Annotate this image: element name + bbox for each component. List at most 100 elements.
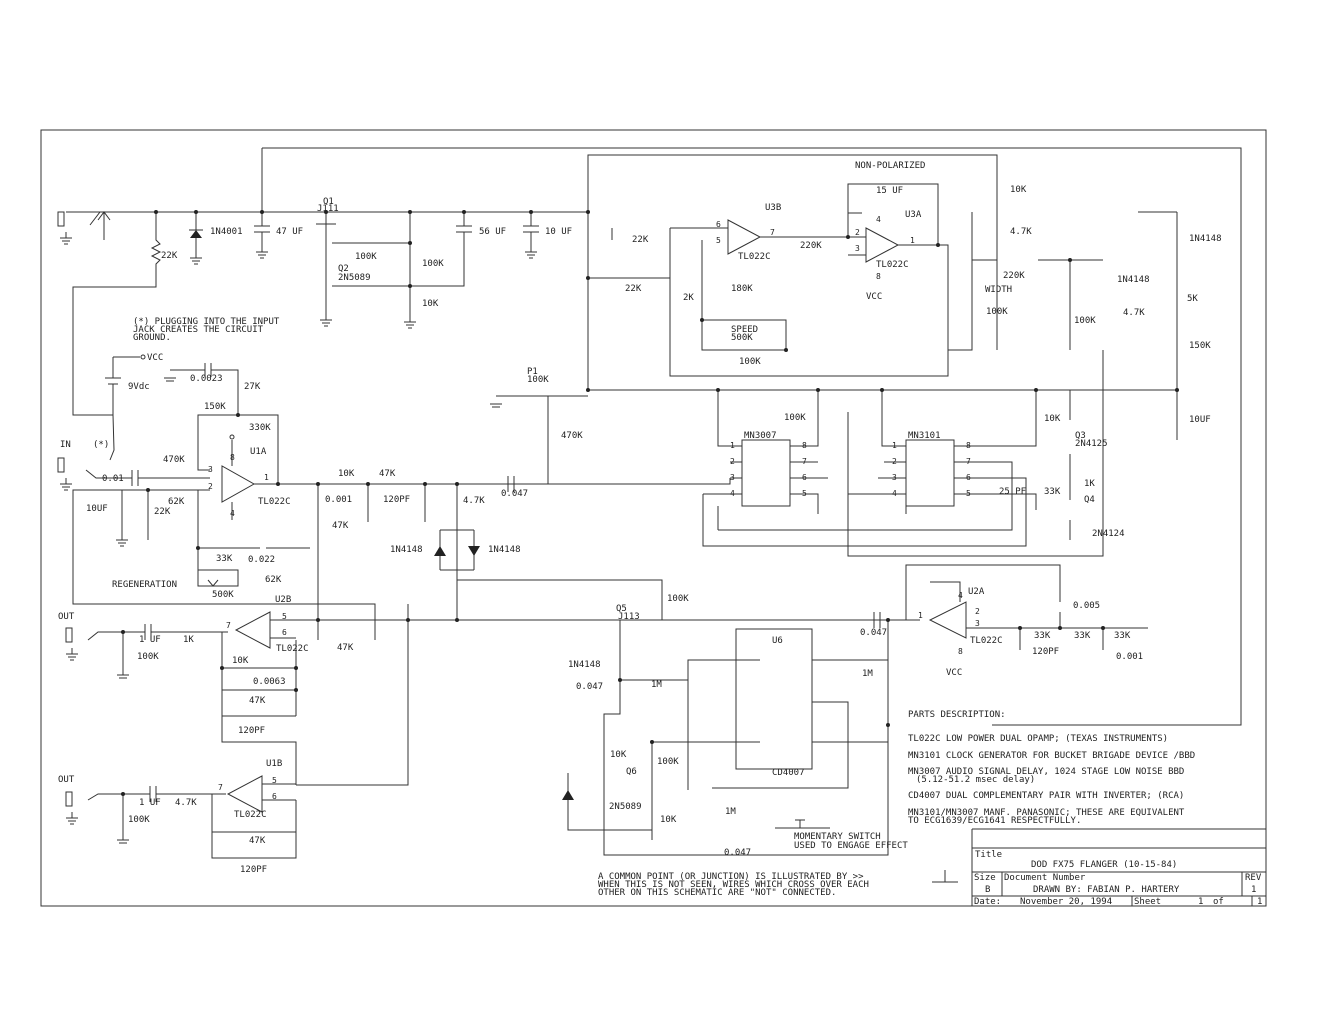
svg-text:4: 4 bbox=[730, 489, 735, 498]
switch-section bbox=[562, 620, 889, 856]
svg-text:OTHER ON THIS SCHEMATIC ARE "N: OTHER ON THIS SCHEMATIC ARE "NOT" CONNEC… bbox=[598, 888, 836, 898]
svg-text:6: 6 bbox=[966, 473, 971, 482]
label-r47k-fb: 47K bbox=[249, 696, 266, 706]
svg-text:4: 4 bbox=[876, 215, 881, 224]
junction-note: A COMMON POINT (OR JUNCTION) IS ILLUSTRA… bbox=[598, 870, 958, 898]
svg-text:1: 1 bbox=[730, 441, 735, 450]
label-r100k-q6: 100K bbox=[657, 757, 679, 767]
label-d1: 1N4001 bbox=[210, 227, 243, 237]
date-label: Date: bbox=[974, 897, 1001, 907]
label-out1: OUT bbox=[58, 612, 75, 622]
label-r1m-a: 1M bbox=[651, 680, 662, 690]
parts-line: TL022C LOW POWER DUAL OPAMP; (TEXAS INST… bbox=[908, 734, 1168, 744]
note-non-polarized: NON-POLARIZED bbox=[855, 161, 925, 171]
svg-text:1: 1 bbox=[264, 473, 269, 482]
label-r33k-1: 33K bbox=[1034, 631, 1051, 641]
label-r22k-b: 22K bbox=[154, 507, 171, 517]
label-r470k-p: 470K bbox=[561, 431, 583, 441]
label-u3b: U3B bbox=[765, 203, 781, 213]
label-q4t: 2N4124 bbox=[1092, 529, 1125, 539]
label-c120-fb2: 120PF bbox=[240, 865, 267, 875]
note-switch-1: MOMENTARY SWITCH bbox=[794, 832, 881, 842]
label-r10k-q6b: 10K bbox=[660, 815, 677, 825]
svg-text:6: 6 bbox=[272, 792, 277, 801]
note-input-1: (*) PLUGGING INTO THE INPUT bbox=[133, 317, 280, 327]
note-input-2: JACK CREATES THE CIRCUIT bbox=[133, 325, 264, 335]
label-r100k-bbd: 100K bbox=[784, 413, 806, 423]
label-r2k: 2K bbox=[683, 293, 694, 303]
label-c001: 0.01 bbox=[102, 474, 124, 484]
svg-text:8: 8 bbox=[966, 441, 971, 450]
svg-text:5: 5 bbox=[282, 612, 287, 621]
label-c0001: 0.001 bbox=[325, 495, 352, 505]
label-u2a: U2A bbox=[968, 587, 985, 597]
label-r62k-reg: 62K bbox=[265, 575, 282, 585]
label-c47: 47 UF bbox=[276, 227, 303, 237]
docnum-label: Document Number bbox=[1004, 873, 1086, 883]
label-u2a-type: TL022C bbox=[970, 636, 1003, 646]
svg-text:1: 1 bbox=[918, 611, 923, 620]
label-c1uf-b: 1 UF bbox=[139, 798, 161, 808]
svg-text:5: 5 bbox=[966, 489, 971, 498]
label-q4: Q4 bbox=[1084, 495, 1095, 505]
sheet-value: 1 bbox=[1198, 897, 1203, 907]
svg-text:8: 8 bbox=[802, 441, 807, 450]
label-r33k-2: 33K bbox=[1074, 631, 1091, 641]
svg-text:3: 3 bbox=[975, 619, 980, 628]
svg-text:7: 7 bbox=[226, 621, 231, 630]
label-q1t: J111 bbox=[317, 204, 339, 214]
label-r4k7: 4.7K bbox=[463, 496, 485, 506]
label-r500k-speed: 500K bbox=[731, 333, 753, 343]
svg-text:8: 8 bbox=[876, 272, 881, 281]
label-in: IN bbox=[60, 440, 71, 450]
filter-section bbox=[873, 564, 1148, 650]
label-r10k-fb: 10K bbox=[232, 656, 249, 666]
label-c10: 10 UF bbox=[545, 227, 572, 237]
component-labels: 1N4001 47 UF Q1 J111 Q2 2N5089 100K 100K… bbox=[58, 161, 1222, 875]
note-switch-2: USED TO ENGAGE EFFECT bbox=[794, 841, 908, 851]
svg-text:3: 3 bbox=[892, 473, 897, 482]
svg-text:1: 1 bbox=[892, 441, 897, 450]
svg-text:3: 3 bbox=[208, 465, 213, 474]
label-r100k-q5: 100K bbox=[667, 594, 689, 604]
sheet-border bbox=[40, 129, 1267, 907]
label-vcc-u3a: VCC bbox=[866, 292, 882, 302]
label-r100k-w: 100K bbox=[986, 307, 1008, 317]
label-out2: OUT bbox=[58, 775, 75, 785]
svg-text:5: 5 bbox=[802, 489, 807, 498]
label-q5: Q5 bbox=[616, 604, 627, 614]
label-r500k: 500K bbox=[212, 590, 234, 600]
svg-text:4: 4 bbox=[958, 591, 963, 600]
parts-description: PARTS DESCRIPTION: TL022C LOW POWER DUAL… bbox=[908, 710, 1195, 826]
input-stage bbox=[57, 395, 731, 640]
label-c0001-u2a: 0.001 bbox=[1116, 652, 1143, 662]
label-u1a: U1A bbox=[250, 447, 267, 457]
label-q2t: 2N5089 bbox=[338, 273, 371, 283]
parts-line: CD4007 DUAL COMPLEMENTARY PAIR WITH INVE… bbox=[908, 791, 1184, 801]
label-da: 1N4148 bbox=[390, 545, 423, 555]
label-r33k-reg: 33K bbox=[216, 554, 233, 564]
svg-text:6: 6 bbox=[716, 220, 721, 229]
label-r1m-b: 1M bbox=[725, 807, 736, 817]
rev-value: 1 bbox=[1251, 885, 1256, 895]
label-q6t: 2N5089 bbox=[609, 802, 642, 812]
label-r1k: 1K bbox=[183, 635, 194, 645]
svg-text:2: 2 bbox=[892, 457, 897, 466]
u6-box bbox=[735, 628, 813, 770]
svg-text:3: 3 bbox=[730, 473, 735, 482]
sheet-label: Sheet bbox=[1134, 897, 1161, 907]
label-c56: 56 UF bbox=[479, 227, 506, 237]
label-c120-u2a: 120PF bbox=[1032, 647, 1059, 657]
label-c0023: 0.0023 bbox=[190, 374, 223, 384]
label-in-star: (*) bbox=[93, 440, 109, 450]
label-d-lfo2: 1N4148 bbox=[1117, 275, 1150, 285]
label-vcc: VCC bbox=[147, 353, 163, 363]
label-regeneration: REGENERATION bbox=[112, 580, 177, 590]
label-r10k-q6: 10K bbox=[610, 750, 627, 760]
svg-text:1: 1 bbox=[910, 236, 915, 245]
label-u6: U6 bbox=[772, 636, 783, 646]
parts-line: MN3007 AUDIO SIGNAL DELAY, 1024 STAGE LO… bbox=[908, 767, 1184, 777]
label-r33k-clk: 33K bbox=[1044, 487, 1061, 497]
label-u2b: U2B bbox=[275, 595, 291, 605]
